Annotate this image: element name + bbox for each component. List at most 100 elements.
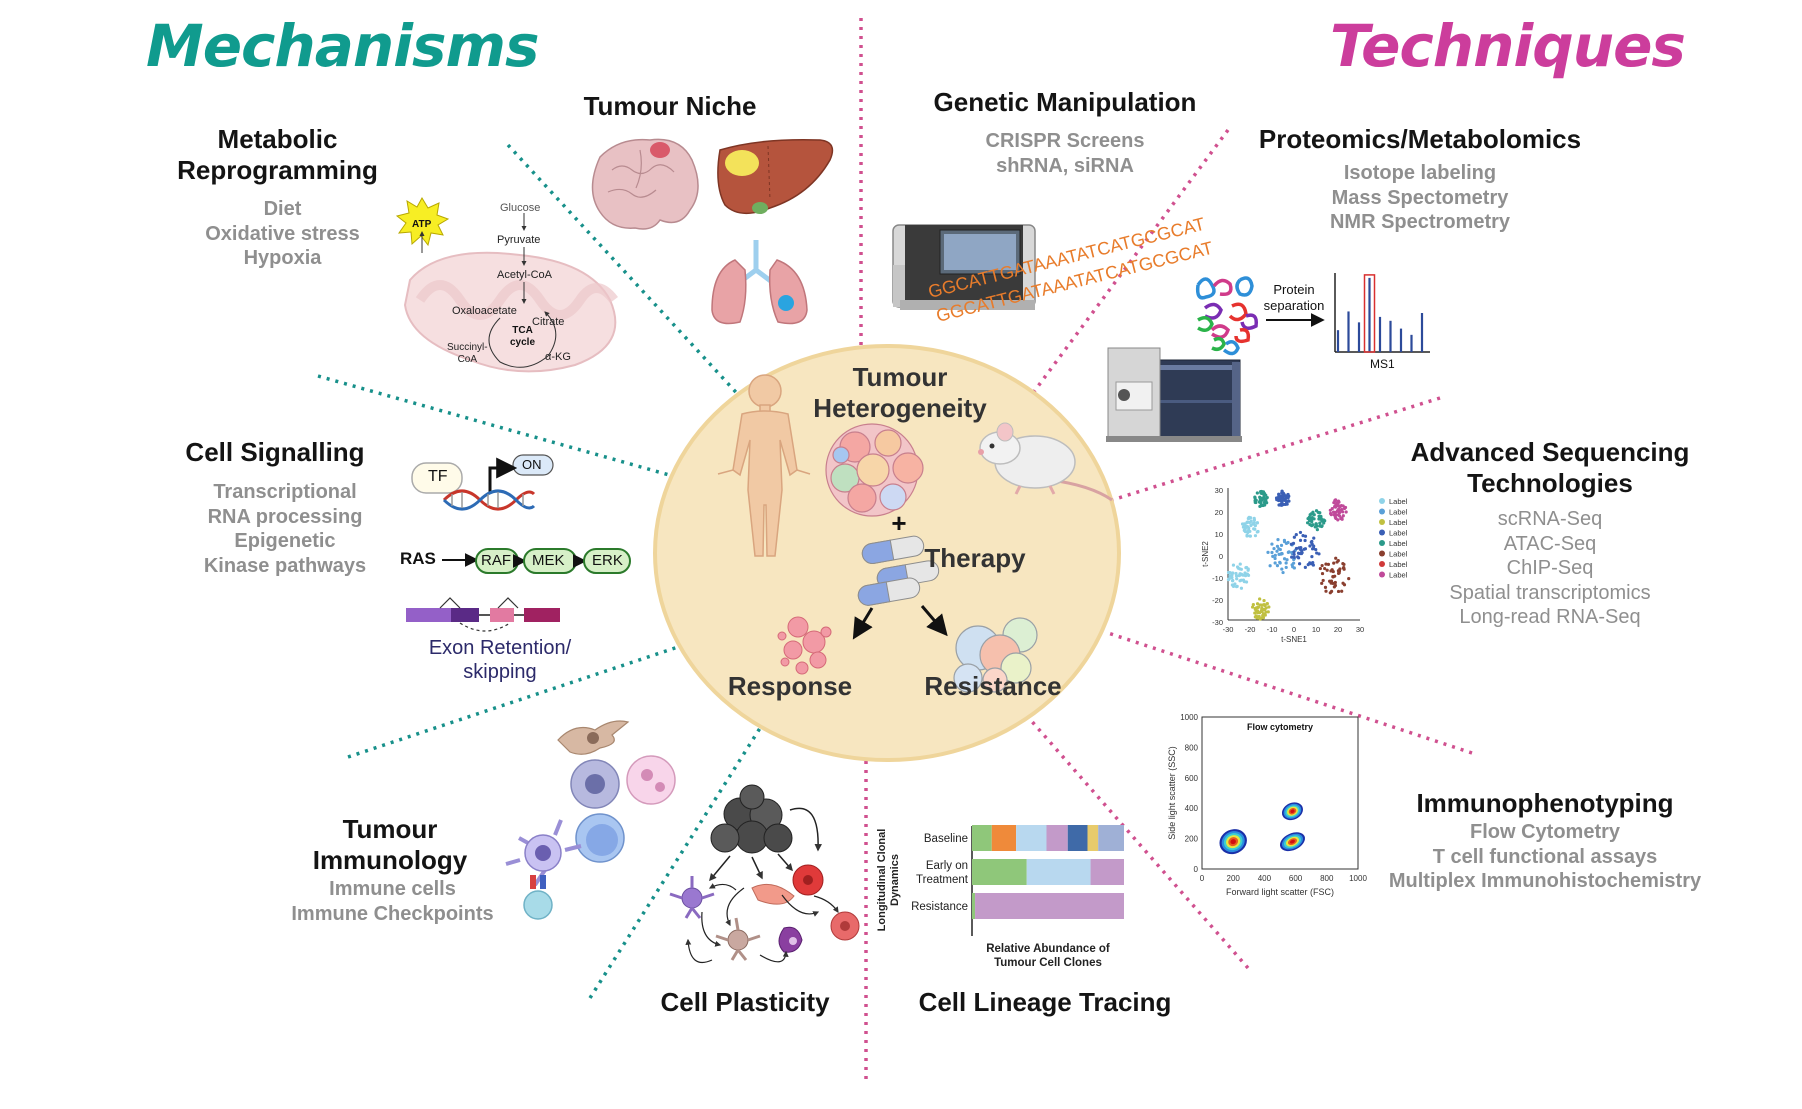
tsne-point: [1243, 530, 1248, 534]
density-contour: [1230, 839, 1236, 845]
tsne-point: [1332, 501, 1336, 505]
tumour-immunology-items: Immune cells Immune Checkpoints: [280, 877, 505, 926]
tsne-point: [1255, 521, 1260, 525]
density-contour: [1289, 839, 1295, 844]
tsne-point: [1280, 489, 1284, 493]
tsne-point: [1301, 534, 1305, 538]
tsne-point: [1331, 581, 1335, 585]
signalling-item: Epigenetic: [234, 530, 336, 552]
tsne-point: [1230, 583, 1234, 587]
clone-bar-segment: [1046, 825, 1068, 851]
therapy-label: Therapy: [924, 543, 1026, 573]
tsne-point: [1318, 524, 1322, 528]
tsne-point: [1235, 577, 1239, 581]
tsne-point: [1254, 606, 1258, 610]
tsne-point: [1320, 563, 1324, 568]
tsne-point: [1324, 562, 1328, 566]
tsne-point: [1238, 579, 1242, 583]
tsne-point: [1309, 540, 1313, 544]
tsne-point: [1320, 524, 1324, 528]
tsne-point: [1239, 572, 1244, 576]
tsne-point: [1262, 500, 1267, 505]
tsne-point: [1323, 519, 1327, 523]
resistance-label: Resistance: [924, 671, 1062, 701]
clone-bar-segment: [1098, 825, 1124, 851]
tsne-legend-marker: [1379, 498, 1385, 504]
tsne-legend-marker: [1379, 550, 1385, 557]
tsne-xtick: 0: [1292, 625, 1296, 634]
tsne-legend-marker: [1379, 508, 1385, 515]
tsne-point: [1311, 563, 1315, 567]
proteins-icon: [1195, 276, 1259, 356]
response-label: Response: [727, 671, 853, 701]
genetic-manipulation-title: Genetic Manipulation: [933, 87, 1197, 117]
succinyl-line2: CoA: [457, 354, 478, 365]
tsne-xtick: -20: [1245, 625, 1256, 634]
clone-bar-segment: [972, 859, 1027, 885]
sequencing-item: Spatial transcriptomics: [1449, 581, 1651, 604]
sequencing-item: ATAC-Seq: [1503, 532, 1597, 555]
tsne-point: [1244, 565, 1249, 570]
tsne-point: [1342, 566, 1346, 570]
tsne-point: [1311, 561, 1315, 565]
brain-icon: [591, 138, 699, 230]
tsne-point: [1292, 561, 1296, 565]
tsne-point: [1258, 617, 1262, 621]
exon-label: Exon Retention/ skipping: [405, 636, 595, 684]
tsne-point: [1286, 540, 1290, 545]
divider-mech-3: [347, 641, 691, 759]
tsne-point: [1308, 544, 1312, 548]
exon-diagram: [406, 597, 560, 632]
tsne-ytick: 20: [1215, 508, 1223, 517]
selected-peak-box: [1363, 274, 1376, 353]
tsne-point: [1262, 598, 1266, 603]
tsne-point: [1324, 589, 1328, 593]
tsne-point: [1245, 534, 1249, 538]
tf-box: [411, 462, 463, 494]
ms1-label: MS1: [1370, 357, 1395, 371]
tsne-point: [1330, 568, 1334, 572]
immune-cells-icon: [505, 720, 676, 920]
tsne-point: [1280, 567, 1284, 571]
t-cell-icon: [523, 890, 553, 920]
tsne-xtick: -10: [1267, 625, 1278, 634]
tsne-point: [1272, 546, 1276, 551]
arrow-to-response: [852, 607, 874, 640]
center-title-line1: Tumour: [852, 362, 948, 392]
proteomics-item: Mass Spectometry: [1331, 186, 1509, 209]
tsne-point: [1313, 525, 1317, 529]
tsne-ytick: 0: [1219, 552, 1223, 561]
metabolic-items: Diet Oxidative stress Hypoxia: [150, 197, 415, 271]
tsne-point: [1261, 613, 1266, 617]
tsne-point: [1258, 496, 1262, 501]
tf-label: TF: [428, 468, 448, 485]
tsne-ylabel: t-SNE2: [1201, 541, 1210, 567]
tsne-point: [1312, 536, 1316, 540]
tsne-point: [1239, 567, 1243, 571]
tsne-point: [1325, 568, 1329, 572]
tsne-point: [1298, 551, 1302, 556]
flow-xtick: 0: [1200, 874, 1205, 883]
tsne-point: [1259, 490, 1263, 494]
tsne-point: [1292, 555, 1296, 559]
tsne-point: [1321, 578, 1325, 583]
metabolic-title: Metabolic Reprogramming: [150, 124, 405, 186]
tsne-point: [1310, 520, 1314, 524]
flow-ylabel: Side light scatter (SSC): [1167, 746, 1177, 840]
tsne-point: [1270, 550, 1274, 555]
flow-ytick: 1000: [1180, 713, 1198, 722]
plus-sign: +: [891, 508, 907, 538]
immunophenotyping-item: T cell functional assays: [1432, 845, 1658, 868]
ms1-spectrum: [1334, 273, 1430, 353]
liver-icon: [717, 138, 834, 214]
tsne-point: [1247, 526, 1251, 530]
tsne-point: [1323, 585, 1328, 589]
tsne-point: [1332, 585, 1336, 589]
tsne-point: [1307, 515, 1311, 519]
tsne-point: [1311, 547, 1315, 551]
tsne-xtick: -30: [1223, 625, 1234, 634]
tsne-point: [1255, 530, 1259, 534]
tsne-ytick: 30: [1215, 486, 1223, 495]
tsne-point: [1248, 534, 1252, 538]
